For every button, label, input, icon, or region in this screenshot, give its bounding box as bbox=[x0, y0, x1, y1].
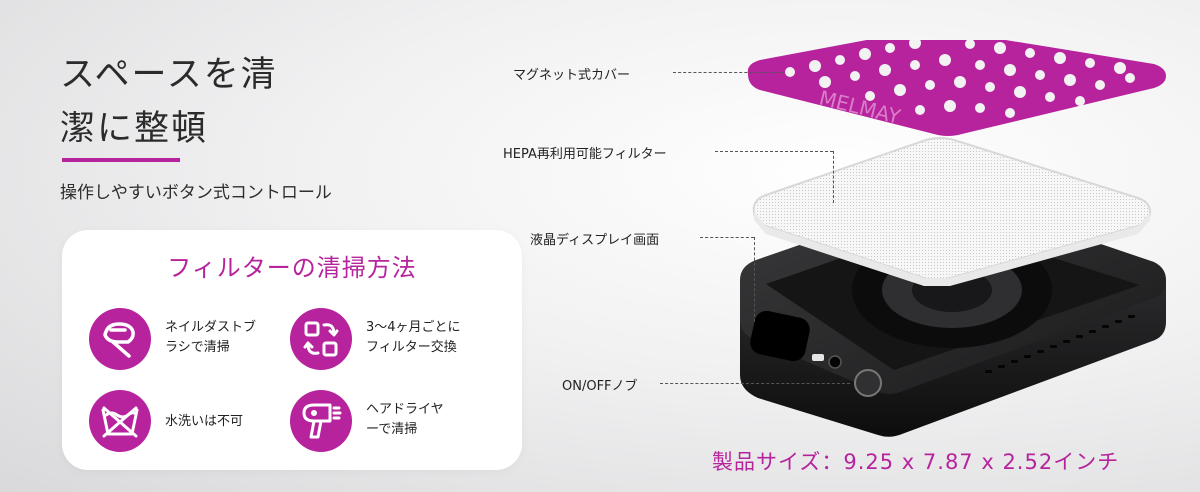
headline: スペースを清 潔に整頓 bbox=[60, 48, 278, 156]
headline-line1: スペースを清 bbox=[60, 55, 278, 95]
leader-line bbox=[754, 237, 755, 322]
swap-icon bbox=[290, 308, 352, 370]
hair-dryer-icon bbox=[290, 390, 352, 452]
feature-label: 3〜4ヶ月ごとに フィルター交換 bbox=[366, 320, 461, 355]
cleaning-card: フィルターの清掃方法 ネイルダストブ ラシで清掃 bbox=[62, 230, 522, 470]
callout-power-knob: ON/OFFノブ bbox=[562, 379, 638, 394]
headline-line2: 潔に整頓 bbox=[60, 109, 209, 149]
brush-icon bbox=[89, 308, 151, 370]
feature-replace: 3〜4ヶ月ごとに フィルター交換 bbox=[290, 308, 510, 378]
callout-hepa-filter: HEPA再利用可能フィルター bbox=[503, 147, 667, 162]
feature-label: ヘアドライヤ ーで清掃 bbox=[366, 402, 444, 437]
feature-label: 水洗いは不可 bbox=[165, 414, 244, 429]
callout-magnetic-cover: マグネット式カバー bbox=[513, 68, 631, 83]
feature-brush: ネイルダストブ ラシで清掃 bbox=[89, 308, 309, 378]
feature-no-wash: 水洗いは不可 bbox=[89, 390, 309, 460]
leader-line bbox=[715, 151, 833, 152]
leader-line bbox=[660, 383, 850, 384]
leader-line bbox=[700, 237, 754, 238]
no-wash-icon bbox=[89, 390, 151, 452]
feature-label: ネイルダストブ ラシで清掃 bbox=[165, 320, 257, 355]
feature-dryer: ヘアドライヤ ーで清掃 bbox=[290, 390, 510, 460]
product-size: 製品サイズ：9.25 x 7.87 x 2.52インチ bbox=[712, 450, 1120, 474]
nail-dust-collector-image: MELMAY bbox=[740, 40, 1166, 437]
callout-lcd-screen: 液晶ディスプレイ画面 bbox=[530, 233, 660, 248]
leader-line bbox=[673, 72, 783, 73]
accent-divider bbox=[62, 158, 180, 162]
subtitle: 操作しやすいボタン式コントロール bbox=[60, 183, 332, 203]
leader-line bbox=[833, 151, 834, 203]
card-title: フィルターの清掃方法 bbox=[167, 254, 417, 282]
